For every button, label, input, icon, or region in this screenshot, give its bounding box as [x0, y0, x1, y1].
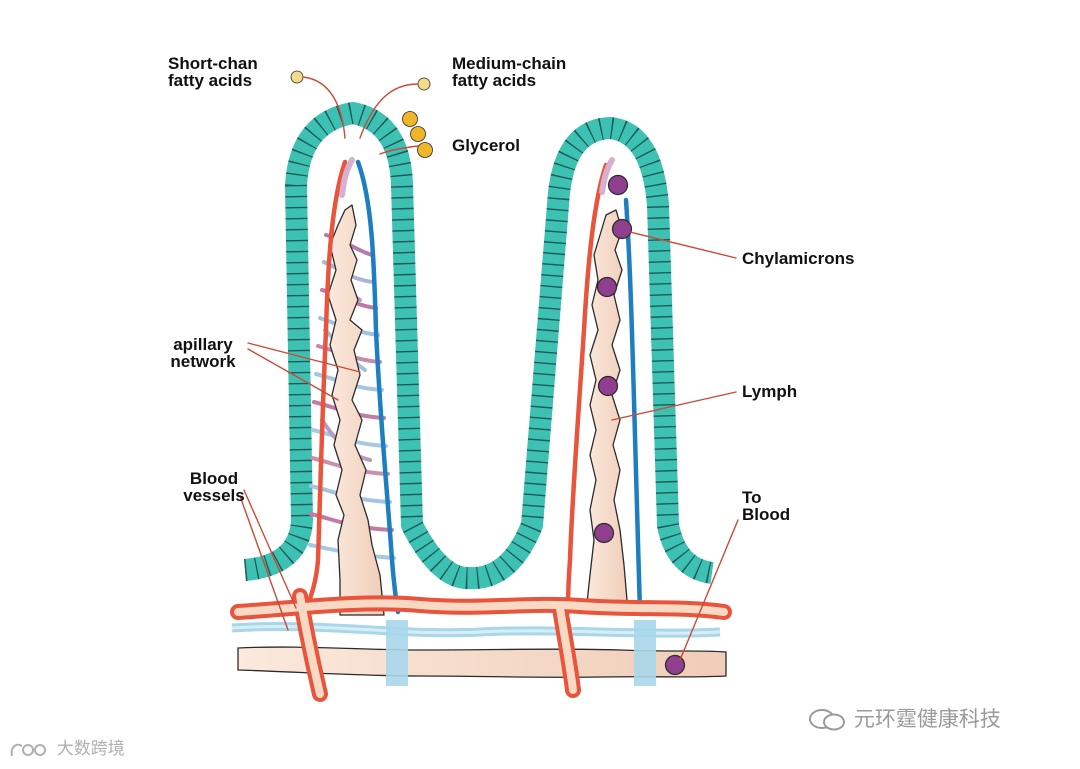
venule-right [623, 197, 643, 615]
molecule-dots [290, 70, 433, 158]
label-to-blood: To Blood [742, 489, 790, 523]
label-medium-chain: Medium-chain fatty acids [452, 55, 566, 89]
lacteal-right [585, 209, 629, 613]
glycerol-molecule [410, 126, 426, 142]
label-medium-chain-line1: Medium-chain [452, 54, 567, 73]
glycerol-leader [379, 145, 419, 155]
epithelium-segmentation [243, 102, 715, 590]
label-capillary-line2: network [170, 352, 236, 371]
vein-drain-left [386, 620, 408, 686]
label-short-chain: Short-chan fatty acids [168, 55, 258, 89]
chylamicrons-leader [629, 231, 737, 259]
medium-chain-molecule [417, 77, 431, 91]
label-blood-vessels-line2: vessels [183, 486, 245, 505]
chylomicron-dots [593, 174, 686, 676]
glycerol-molecule [417, 142, 433, 158]
artery-bottom [230, 588, 732, 702]
chylomicron [607, 174, 629, 196]
lymph-leader [611, 391, 737, 421]
chylomicron [596, 276, 618, 298]
label-capillary-network: apillary network [160, 336, 246, 370]
capillary-leader-2 [247, 348, 339, 401]
short-chain-molecule [290, 70, 304, 84]
arteriole-right [565, 162, 609, 615]
watermark-right-text: 元环霆健康科技 [853, 708, 1001, 731]
label-glycerol: Glycerol [452, 136, 521, 155]
watermark-right: 元环霆健康科技 [808, 703, 1001, 733]
blood-vessels-leader-2 [239, 495, 289, 631]
glycerol-molecule [402, 111, 418, 127]
to-blood-leader [679, 519, 739, 661]
watermark-left: 大数跨境 [8, 734, 125, 760]
medium-chain-leader [359, 83, 419, 139]
capillary-leader-1 [247, 342, 361, 373]
label-blood-vessels-line1: Blood [189, 469, 239, 488]
lacteal-left [327, 204, 385, 616]
blood-vessels-leader-1 [243, 489, 297, 609]
epithelium-layer [243, 102, 715, 590]
label-to-blood-line2: Blood [742, 505, 791, 524]
venule-left [355, 159, 401, 615]
vein-drain-right [634, 620, 656, 686]
arteriole-left-tip [339, 157, 355, 198]
label-to-blood-line1: To [742, 488, 762, 507]
chylomicron [593, 522, 615, 544]
label-blood-vessels: Blood vessels [176, 470, 252, 504]
leader-lines [239, 76, 739, 661]
watermark-left-text: 大数跨境 [56, 739, 125, 758]
lymph-vessel-bottom [237, 646, 727, 678]
label-capillary-line1: apillary [173, 335, 233, 354]
short-chain-leader [302, 76, 346, 139]
arteriole-left [302, 159, 348, 613]
chylomicron [664, 654, 686, 676]
chylomicron [597, 375, 619, 397]
label-lymph: Lymph [742, 382, 798, 401]
brand-logo-icon [10, 743, 46, 756]
chylomicron [611, 218, 633, 240]
label-short-chain-line1: Short-chan [168, 54, 258, 73]
chat-bubble-icon [809, 709, 845, 731]
arteriole-right-tip [599, 157, 615, 195]
label-chylamicrons: Chylamicrons [742, 249, 855, 268]
label-short-chain-line2: fatty acids [168, 71, 253, 90]
label-medium-chain-line2: fatty acids [452, 71, 537, 90]
